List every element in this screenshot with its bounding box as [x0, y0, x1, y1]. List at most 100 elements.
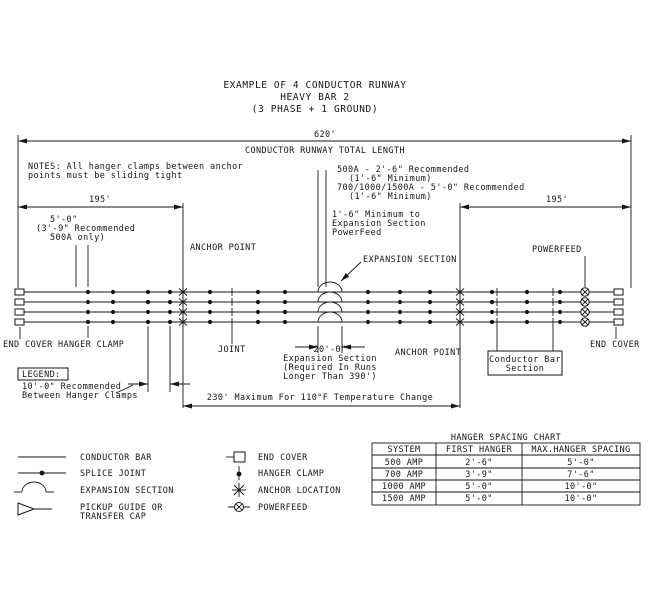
title-block: EXAMPLE OF 4 CONDUCTOR RUNWAY HEAVY BAR …: [223, 80, 406, 115]
expansion-gap-notes: 500A - 2'-6" Recommended (1'-6" Minimum)…: [317, 165, 525, 287]
legend-label: END COVER: [258, 453, 308, 463]
drawing-subtitle-2: (3 PHASE + 1 GROUND): [252, 104, 378, 115]
legend-item-conductor-bar: CONDUCTOR BAR: [18, 453, 152, 463]
chart-header: MAX.HANGER SPACING: [531, 445, 630, 455]
legend-label: ANCHOR LOCATION: [258, 486, 341, 496]
drawing-subtitle: HEAVY BAR 2: [280, 92, 350, 103]
hanger-clamp-callout: HANGER CLAMP: [58, 326, 124, 350]
chart-cell: 10'-0": [564, 482, 597, 492]
legend-label: TRANSFER CAP: [80, 512, 146, 522]
expansion-section-symbol: [21, 481, 47, 493]
powerfeed-callout: POWERFEED: [532, 245, 586, 287]
expansion-gap-note-3: 700/1000/1500A - 5'-0" Recommended: [337, 183, 525, 193]
right-span-dimension: 195': [460, 195, 631, 210]
notes-line-1: NOTES: All hanger clamps between anchor: [28, 162, 243, 172]
powerfeed-gap-note: 1'-6" Minimum to Expansion Section Power…: [332, 210, 426, 238]
expansion-section-label: EXPANSION SECTION: [363, 255, 457, 265]
chart-row: 700 AMP 3'-9" 7'-6": [385, 470, 595, 480]
legend-label: PICKUP GUIDE OR: [80, 503, 163, 513]
chart-cell: 1500 AMP: [382, 494, 426, 504]
chart-title: HANGER SPACING CHART: [451, 433, 561, 443]
anchor-location-symbol: [232, 483, 246, 497]
expansion-gap-note-2: (1'-6" Minimum): [349, 174, 432, 184]
notes-line-2: points must be sliding tight: [28, 171, 183, 181]
chart-row: 500 AMP 2'-6" 5'-0": [385, 458, 595, 468]
chart-cell: 2'-6": [465, 458, 493, 468]
legend-label: SPLICE JOINT: [80, 469, 146, 479]
legend-item-anchor-location: ANCHOR LOCATION: [232, 483, 341, 497]
powerfeed-gap-note-3: PowerFeed: [332, 228, 382, 238]
total-length-dimension: 620' CONDUCTOR RUNWAY TOTAL LENGTH: [17, 130, 632, 288]
powerfeed-symbol: [228, 502, 250, 512]
legend-label: HANGER CLAMP: [258, 469, 324, 479]
chart-header: SYSTEM: [387, 445, 420, 455]
legend-item-pickup-guide: PICKUP GUIDE OR TRANSFER CAP: [17, 502, 163, 522]
legend-label: POWERFEED: [258, 503, 308, 513]
chart-cell: 5'-0": [465, 482, 493, 492]
powerfeed-gap-note-2: Expansion Section: [332, 219, 426, 229]
expansion-section-callout: EXPANSION SECTION: [340, 255, 457, 282]
symbol-legend: CONDUCTOR BAR SPLICE JOINT EXPANSION SEC…: [14, 451, 341, 522]
conductor-bar-section-label-2: Section: [506, 364, 545, 374]
conductor-bar-phase-2: [14, 291, 624, 308]
conductor-bar-phase-3: [14, 301, 624, 318]
anchor-point-top-callout: ANCHOR POINT: [190, 243, 256, 253]
expansion-gap-note-1: 500A - 2'-6" Recommended: [337, 165, 469, 175]
chart-cell: 5'-0": [465, 494, 493, 504]
hanger-clamp-label: HANGER CLAMP: [58, 340, 124, 350]
chart-header: FIRST HANGER: [446, 445, 513, 455]
chart-cell: 1000 AMP: [382, 482, 426, 492]
legend-item-hanger-clamp: HANGER CLAMP: [236, 466, 324, 480]
pickup-guide-symbol: [17, 502, 36, 516]
notes-block: NOTES: All hanger clamps between anchor …: [28, 162, 243, 181]
end-cover-left-callout: END COVER: [3, 327, 53, 350]
chart-cell: 3'-9": [465, 470, 493, 480]
conductor-bar-section-label-1: Conductor Bar: [489, 355, 561, 365]
legend-item-splice-joint: SPLICE JOINT: [18, 469, 146, 479]
chart-row: 1500 AMP 5'-0" 10'-0": [382, 494, 597, 504]
expansion-length-note-1: Expansion Section: [283, 354, 377, 364]
expansion-length-note-2: (Required In Runs: [283, 363, 377, 373]
drawing-title: EXAMPLE OF 4 CONDUCTOR RUNWAY: [223, 80, 406, 91]
powerfeed-gap-note-1: 1'-6" Minimum to: [332, 210, 420, 220]
expansion-length-note-3: Longer Than 390'): [283, 372, 377, 382]
chart-cell: 5'-0": [567, 458, 595, 468]
conductor-bar-ground: [14, 311, 624, 328]
anchor-point-bottom-callout: ANCHOR POINT: [395, 348, 461, 358]
legend-item-powerfeed: POWERFEED: [228, 502, 308, 513]
chart-cell: 500 AMP: [385, 458, 424, 468]
expansion-length-value: 20'-0": [313, 345, 346, 355]
joint-label: JOINT: [218, 345, 246, 355]
legend-item-end-cover: END COVER: [226, 451, 308, 463]
first-hanger-value: 5'-0": [50, 215, 78, 225]
legend-label: EXPANSION SECTION: [80, 486, 174, 496]
hanger-spacing-chart: HANGER SPACING CHART SYSTEM FIRST HANGER…: [371, 433, 641, 506]
legend-note-line-1: 10'-0" Recommended: [22, 382, 121, 392]
conductor-bar-section-callout: Conductor Bar Section: [487, 326, 563, 376]
end-cover-left-label: END COVER: [3, 340, 53, 350]
temperature-dimension: 230' Maximum For 110°F Temperature Chang…: [183, 393, 460, 409]
temperature-dimension-label: 230' Maximum For 110°F Temperature Chang…: [207, 393, 433, 403]
end-cover-symbol: [233, 451, 246, 463]
chart-cell: 700 AMP: [385, 470, 424, 480]
legend-note: LEGEND: 10'-0" Recommended Between Hange…: [17, 326, 190, 401]
legend-note-heading: LEGEND:: [22, 370, 61, 380]
chart-cell: 7'-6": [567, 470, 595, 480]
total-length-value: 620': [314, 130, 336, 140]
left-span-dimension: 195': [18, 195, 183, 210]
expansion-gap-note-4: (1'-6" Minimum): [349, 192, 432, 202]
first-hanger-dimension: 5'-0" (3'-9" Recommended 500A only): [36, 215, 135, 287]
legend-label: CONDUCTOR BAR: [80, 453, 152, 463]
total-length-label: CONDUCTOR RUNWAY TOTAL LENGTH: [245, 146, 405, 156]
chart-cell: 10'-0": [564, 494, 597, 504]
powerfeed-label: POWERFEED: [532, 245, 582, 255]
conductor-bar-phase-1: [14, 281, 624, 298]
chart-row: 1000 AMP 5'-0" 10'-0": [382, 482, 597, 492]
legend-item-expansion-section: EXPANSION SECTION: [14, 481, 174, 496]
legend-note-line-2: Between Hanger Clamps: [22, 391, 138, 401]
end-cover-right-label: END COVER: [590, 340, 640, 350]
expansion-section-dimension: 20'-0" Expansion Section (Required In Ru…: [283, 326, 377, 382]
end-cover-right-callout: END COVER: [590, 327, 640, 350]
